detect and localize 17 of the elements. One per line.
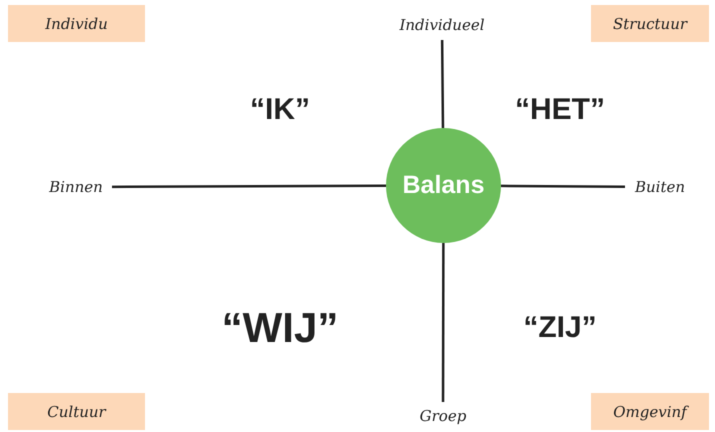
axis-label: Binnen xyxy=(40,173,112,201)
axis-line xyxy=(112,184,386,188)
axis-line xyxy=(501,184,626,188)
axis-label: Buiten xyxy=(625,173,695,201)
corner-label-box: Structuur xyxy=(591,5,709,42)
quadrant-label: “WIJ” xyxy=(222,304,338,352)
quadrant-label: “IK” xyxy=(250,93,310,127)
corner-label-box: Individu xyxy=(8,5,145,42)
axis-label: Groep xyxy=(400,402,486,430)
corner-label-box: Omgevinf xyxy=(591,393,709,430)
axis-line xyxy=(440,40,444,128)
center-circle: Balans xyxy=(386,128,501,243)
corner-label-box: Cultuur xyxy=(8,393,145,430)
axis-line xyxy=(442,243,445,402)
quadrant-label: “HET” xyxy=(515,93,605,127)
axis-label: Individueel xyxy=(378,10,506,40)
quadrant-label: “ZIJ” xyxy=(523,311,597,345)
